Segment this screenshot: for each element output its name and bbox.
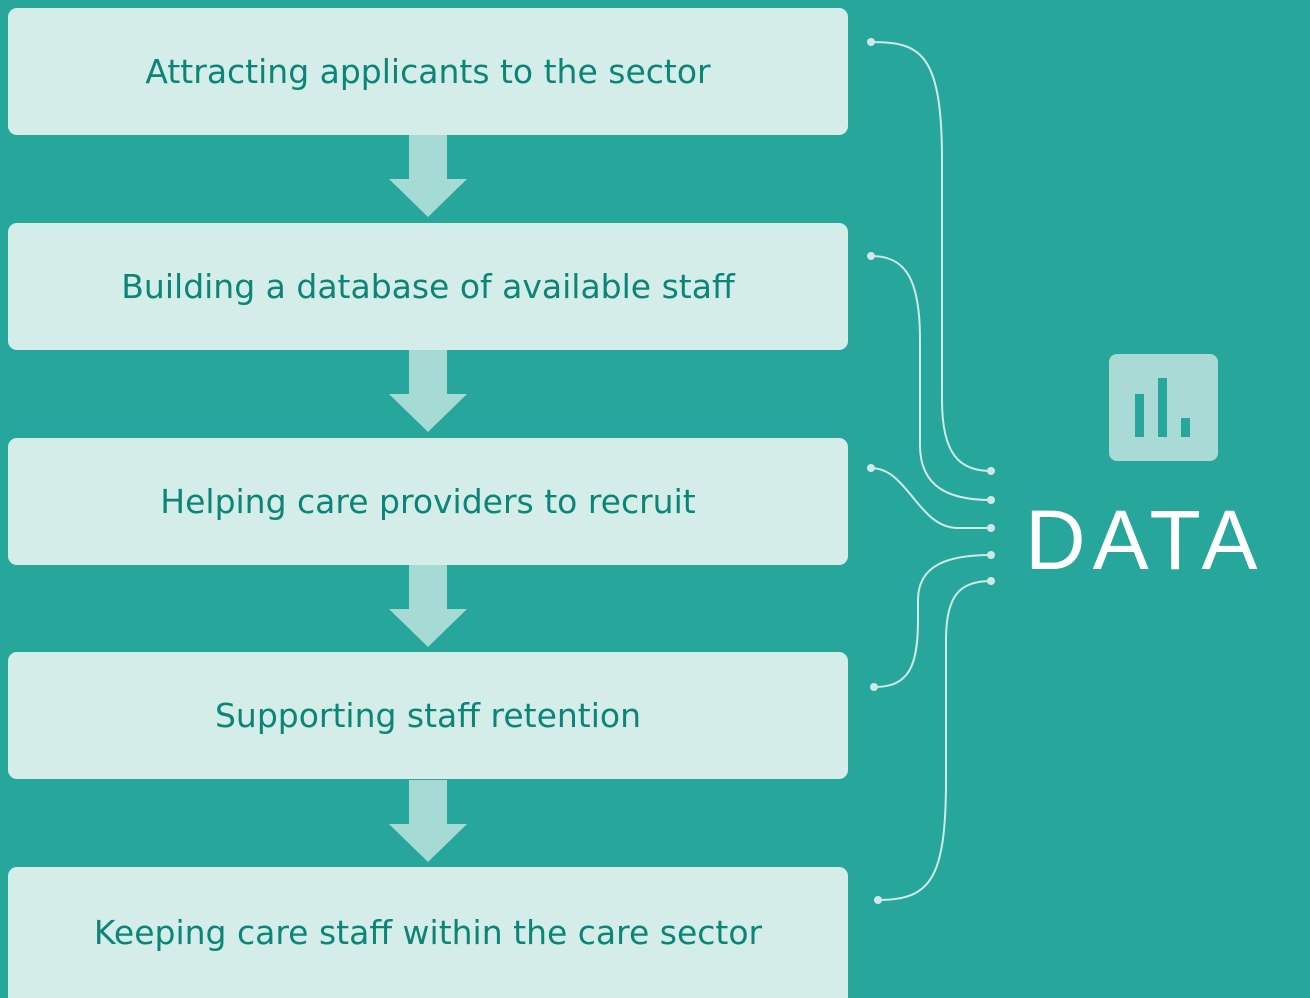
connector-dot <box>874 896 882 904</box>
connector-line <box>877 580 992 901</box>
down-arrow-icon <box>389 565 467 647</box>
step-label: Helping care providers to recruit <box>160 482 696 521</box>
down-arrow-icon <box>389 780 467 862</box>
step-label: Supporting staff retention <box>214 696 642 735</box>
connector-dot <box>870 683 878 691</box>
bar-chart-icon <box>1109 354 1218 461</box>
down-arrow-icon <box>389 350 467 432</box>
connector-dot <box>987 551 995 559</box>
step-building-database: Building a database of available staff <box>8 223 848 350</box>
connector-dot <box>987 496 995 504</box>
step-attracting-applicants: Attracting applicants to the sector <box>8 8 848 135</box>
connector-dot <box>987 524 995 532</box>
step-label: Attracting applicants to the sector <box>145 52 711 91</box>
down-arrow-icon <box>389 135 467 217</box>
connector-line <box>870 41 992 472</box>
step-supporting-retention: Supporting staff retention <box>8 652 848 779</box>
connector-line <box>870 467 991 529</box>
connector-dot <box>867 464 875 472</box>
connector-dot <box>867 38 875 46</box>
step-keeping-staff: Keeping care staff within the care secto… <box>8 867 848 998</box>
step-helping-recruit: Helping care providers to recruit <box>8 438 848 565</box>
connector-dot <box>987 577 995 585</box>
step-label: Building a database of available staff <box>121 267 735 306</box>
connector-dot <box>987 467 995 475</box>
connector-line <box>873 554 992 688</box>
connector-line <box>870 255 992 501</box>
step-label: Keeping care staff within the care secto… <box>93 913 763 952</box>
connector-dot <box>867 252 875 260</box>
data-label: DATA <box>1025 493 1265 587</box>
